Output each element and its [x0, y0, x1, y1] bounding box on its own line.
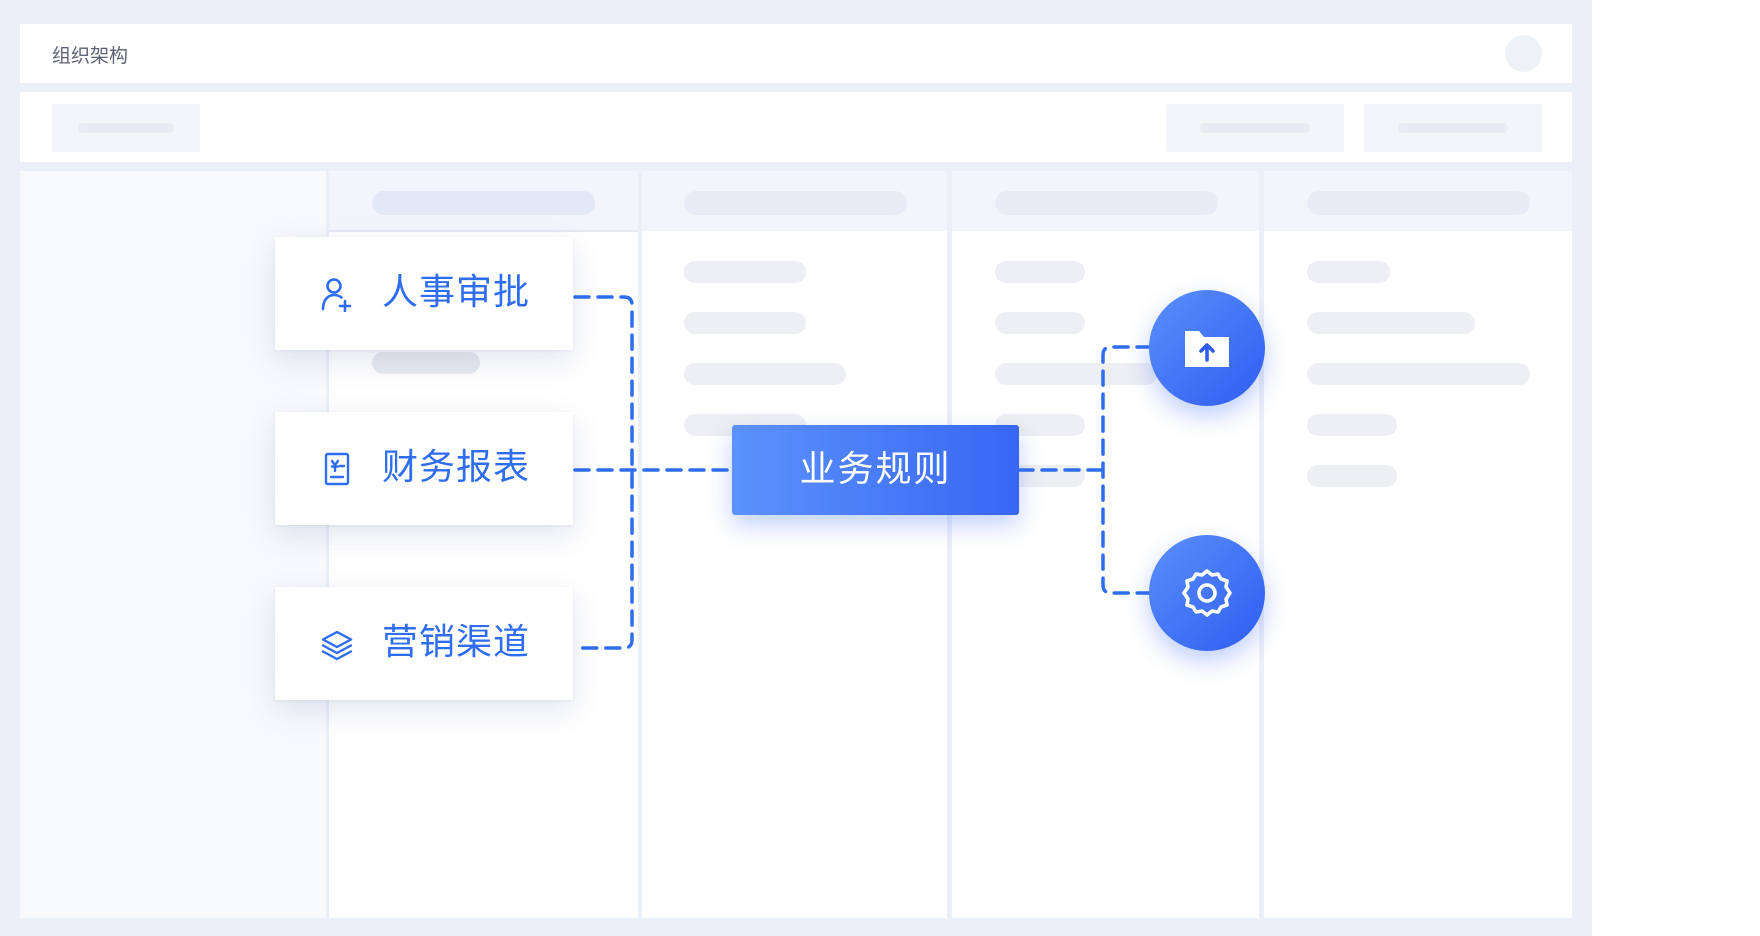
header-placeholder	[684, 191, 907, 215]
toolbar	[20, 92, 1572, 162]
cell-placeholder	[684, 261, 806, 283]
hub-business-rules[interactable]: 业务规则	[732, 425, 1019, 515]
source-label: 财务报表	[382, 447, 531, 488]
header-underline	[329, 230, 638, 232]
cell-placeholder	[1307, 312, 1475, 334]
source-label: 人事审批	[382, 272, 531, 313]
cell-placeholder	[684, 363, 846, 385]
header-placeholder	[1307, 191, 1530, 215]
cell-placeholder	[372, 352, 480, 374]
connector-outputs-bracket	[1101, 345, 1153, 595]
output-folder-upload-button[interactable]	[1149, 290, 1265, 406]
cell-placeholder	[995, 363, 1157, 385]
column-4	[1264, 171, 1572, 918]
column-4-header	[1264, 171, 1572, 231]
output-settings-button[interactable]	[1149, 535, 1265, 651]
hub-label: 业务规则	[799, 449, 952, 490]
header-placeholder	[372, 191, 595, 215]
window-title: 组织架构	[52, 45, 129, 67]
source-card-hr-approval[interactable]: 人事审批	[275, 237, 573, 350]
avatar[interactable]	[1505, 35, 1542, 72]
placeholder-line	[1398, 123, 1508, 133]
user-add-icon	[321, 278, 352, 312]
title-bar: 组织架构	[20, 24, 1572, 83]
gear-icon	[1182, 569, 1232, 617]
toolbar-placeholder-left	[52, 104, 200, 152]
source-card-marketing-channel[interactable]: 营销渠道	[275, 587, 573, 700]
cell-placeholder	[995, 312, 1085, 334]
folder-upload-icon	[1185, 331, 1229, 367]
column-1-header	[329, 171, 638, 231]
column-3-header	[952, 171, 1259, 231]
placeholder-line	[78, 123, 174, 133]
cell-placeholder	[1307, 261, 1390, 283]
cell-placeholder	[1307, 465, 1397, 487]
cell-placeholder	[1307, 414, 1397, 436]
cell-placeholder	[684, 312, 806, 334]
column-2-header	[642, 171, 947, 231]
finance-report-icon	[324, 452, 350, 486]
toolbar-placeholder-right-2	[1364, 104, 1542, 152]
connector-sources-bracket	[573, 295, 634, 650]
source-card-finance-report[interactable]: 财务报表	[275, 412, 573, 525]
cell-placeholder	[995, 261, 1085, 283]
toolbar-placeholder-right-1	[1166, 104, 1344, 152]
placeholder-line	[1200, 123, 1310, 133]
source-label: 营销渠道	[382, 622, 531, 663]
layers-icon	[321, 630, 353, 661]
column-2	[642, 171, 947, 918]
header-placeholder	[995, 191, 1218, 215]
cell-placeholder	[1307, 363, 1530, 385]
